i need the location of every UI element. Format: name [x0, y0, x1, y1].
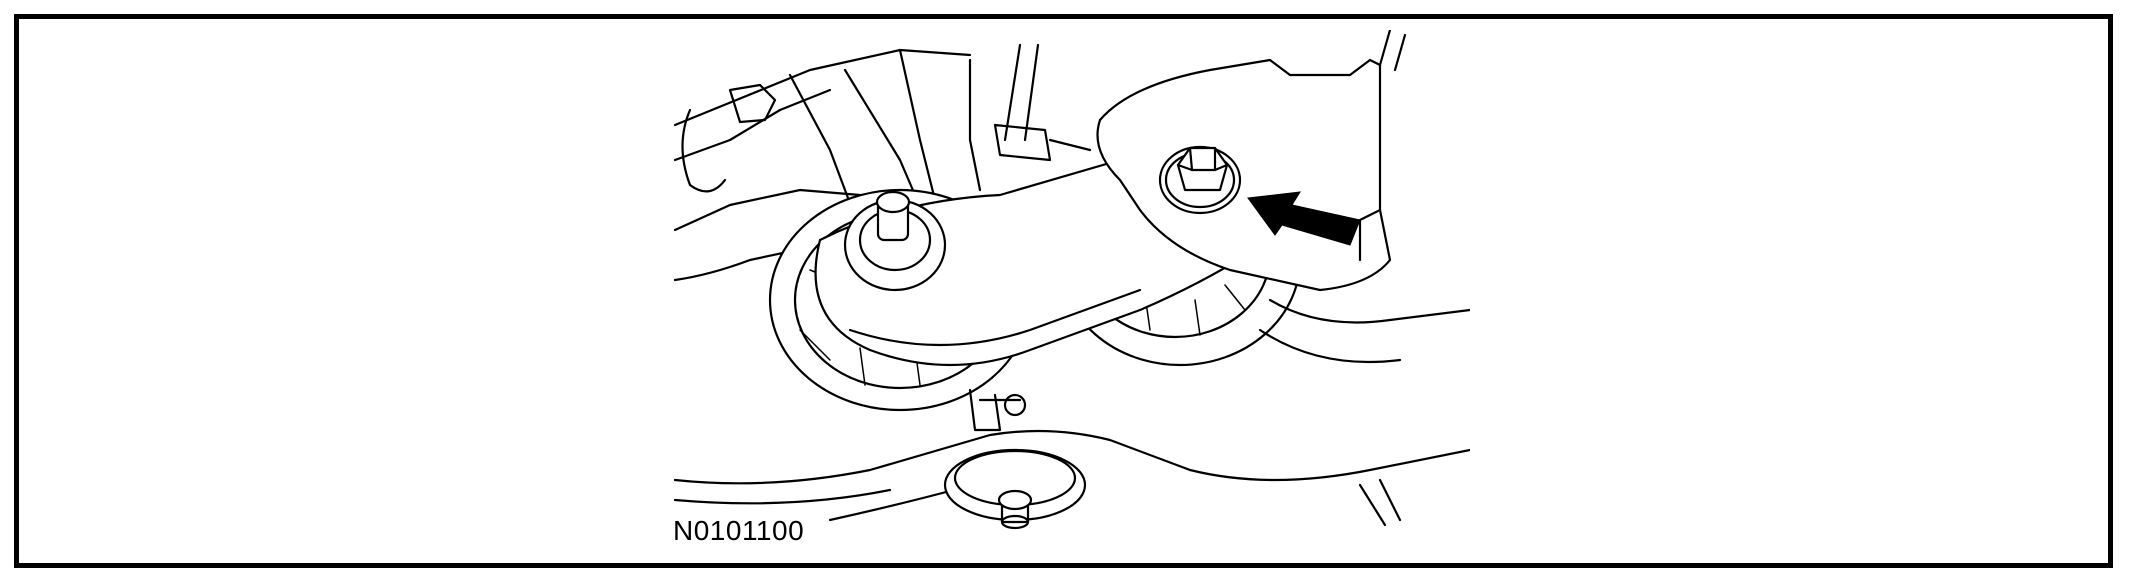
lower-small-bracket	[968, 388, 1027, 432]
bolt	[1158, 145, 1242, 215]
vertical-rod	[968, 43, 1092, 192]
figure-id-label: N0101100	[673, 515, 805, 546]
arrow-icon	[1247, 191, 1361, 246]
mount-illustration	[670, 30, 1470, 550]
lower-mount-pad	[943, 448, 1087, 530]
left-stud	[843, 190, 947, 292]
